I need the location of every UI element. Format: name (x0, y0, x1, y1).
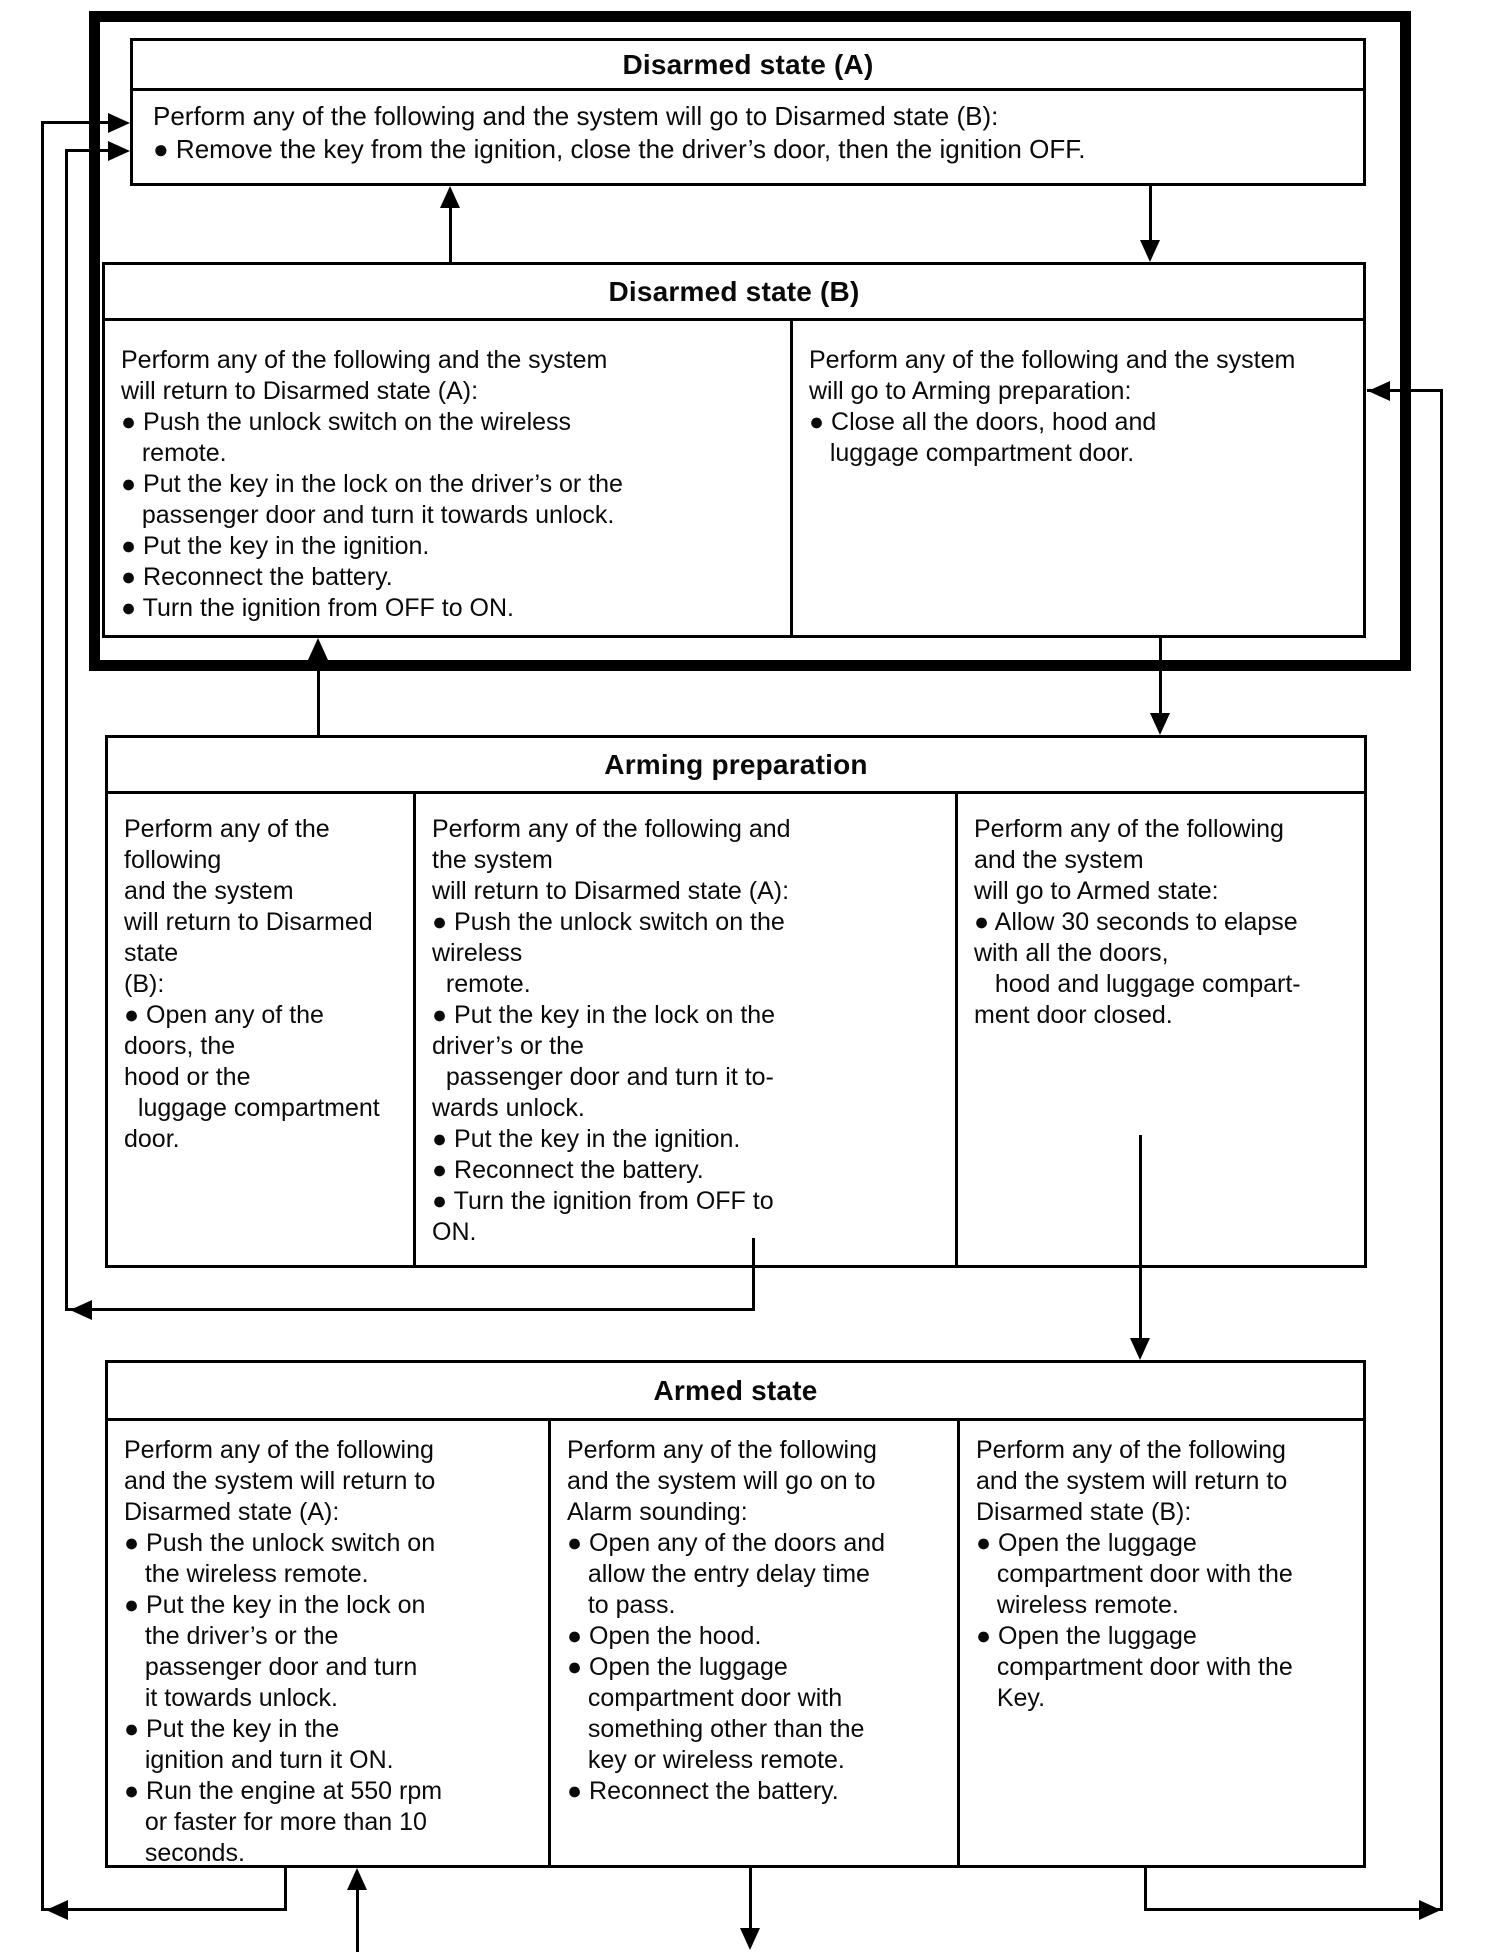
box-title-disarmed-a: Disarmed state (A) (133, 41, 1363, 91)
connector-armed-to-b-horizontal (1144, 1908, 1443, 1911)
state-cell-armed-return-a: Perform any of the following and the sys… (124, 1436, 443, 1865)
state-cell-disarmed-b-to-arming: Perform any of the following and the sys… (790, 321, 1363, 635)
connector-armprep-to-armed (1139, 1135, 1142, 1340)
arrowhead-armprep-to-b (308, 638, 328, 660)
connector-armed-to-b-entry (1367, 389, 1443, 392)
arrowhead-armed-to-b (1368, 381, 1390, 401)
arrowhead-armprep-to-armed (1130, 1338, 1150, 1360)
connector-b-to-a (449, 206, 452, 262)
arrowhead-armprep-to-a-corner (70, 1300, 92, 1320)
frame-disarmed-states (89, 11, 1411, 671)
connector-armprep-to-a-drop (752, 1238, 755, 1311)
connector-armprep-to-a-rail (65, 149, 68, 1311)
box-title-armed-state: Armed state (108, 1363, 1363, 1421)
connector-armprep-to-a-horizontal (65, 1308, 755, 1311)
state-cell-disarmed-a: Perform any of the following and the sys… (153, 101, 1086, 164)
state-cell-arming-return-b: Perform any of the following and the sys… (124, 815, 380, 1153)
box-disarmed-state-a: Disarmed state (A) Perform any of the fo… (130, 38, 1366, 186)
arrowhead-armed-to-alarm-offpage (740, 1928, 760, 1950)
arrowhead-a-to-b (1140, 240, 1160, 262)
state-cell-arming-return-a: Perform any of the following and the sys… (413, 794, 955, 1265)
connector-armed-to-b-drop (1144, 1868, 1147, 1911)
connector-armprep-to-a-entry (65, 149, 115, 152)
connector-armed-to-a-horizontal (41, 1908, 287, 1911)
connector-armed-to-b-rail (1440, 389, 1443, 1911)
arrowhead-b-to-armprep (1150, 713, 1170, 735)
state-cell-armed-to-alarm: Perform any of the following and the sys… (548, 1421, 957, 1865)
arrowhead-b-to-a (440, 186, 460, 208)
arrowhead-armed-to-a-corner (46, 1900, 68, 1920)
connector-armed-to-a-entry (41, 121, 115, 124)
state-cell-armed-return-b: Perform any of the following and the sys… (957, 1421, 1363, 1865)
box-arming-preparation: Arming preparation Perform any of the fo… (105, 735, 1367, 1268)
arrowhead-armprep-to-a (108, 141, 130, 161)
arrowhead-armed-to-a (108, 113, 130, 133)
box-title-arming-preparation: Arming preparation (108, 738, 1364, 794)
state-cell-disarmed-b-return-a: Perform any of the following and the sys… (121, 346, 623, 622)
connector-armprep-to-b (317, 658, 320, 735)
connector-armed-to-a-drop (284, 1868, 287, 1911)
arrowhead-alarm-to-armed (347, 1868, 367, 1890)
state-cell-arming-to-armed: Perform any of the following and the sys… (955, 794, 1364, 1265)
connector-alarm-to-armed (356, 1888, 359, 1952)
arrowhead-armed-to-b-corner (1419, 1900, 1441, 1920)
box-title-disarmed-b: Disarmed state (B) (105, 265, 1363, 321)
box-disarmed-state-b: Disarmed state (B) Perform any of the fo… (102, 262, 1366, 638)
box-armed-state: Armed state Perform any of the following… (105, 1360, 1366, 1868)
connector-a-to-b (1149, 186, 1152, 242)
connector-b-to-armprep (1159, 638, 1162, 715)
connector-armed-to-a-rail (41, 121, 44, 1911)
connector-armed-to-alarm-offpage (749, 1868, 752, 1930)
